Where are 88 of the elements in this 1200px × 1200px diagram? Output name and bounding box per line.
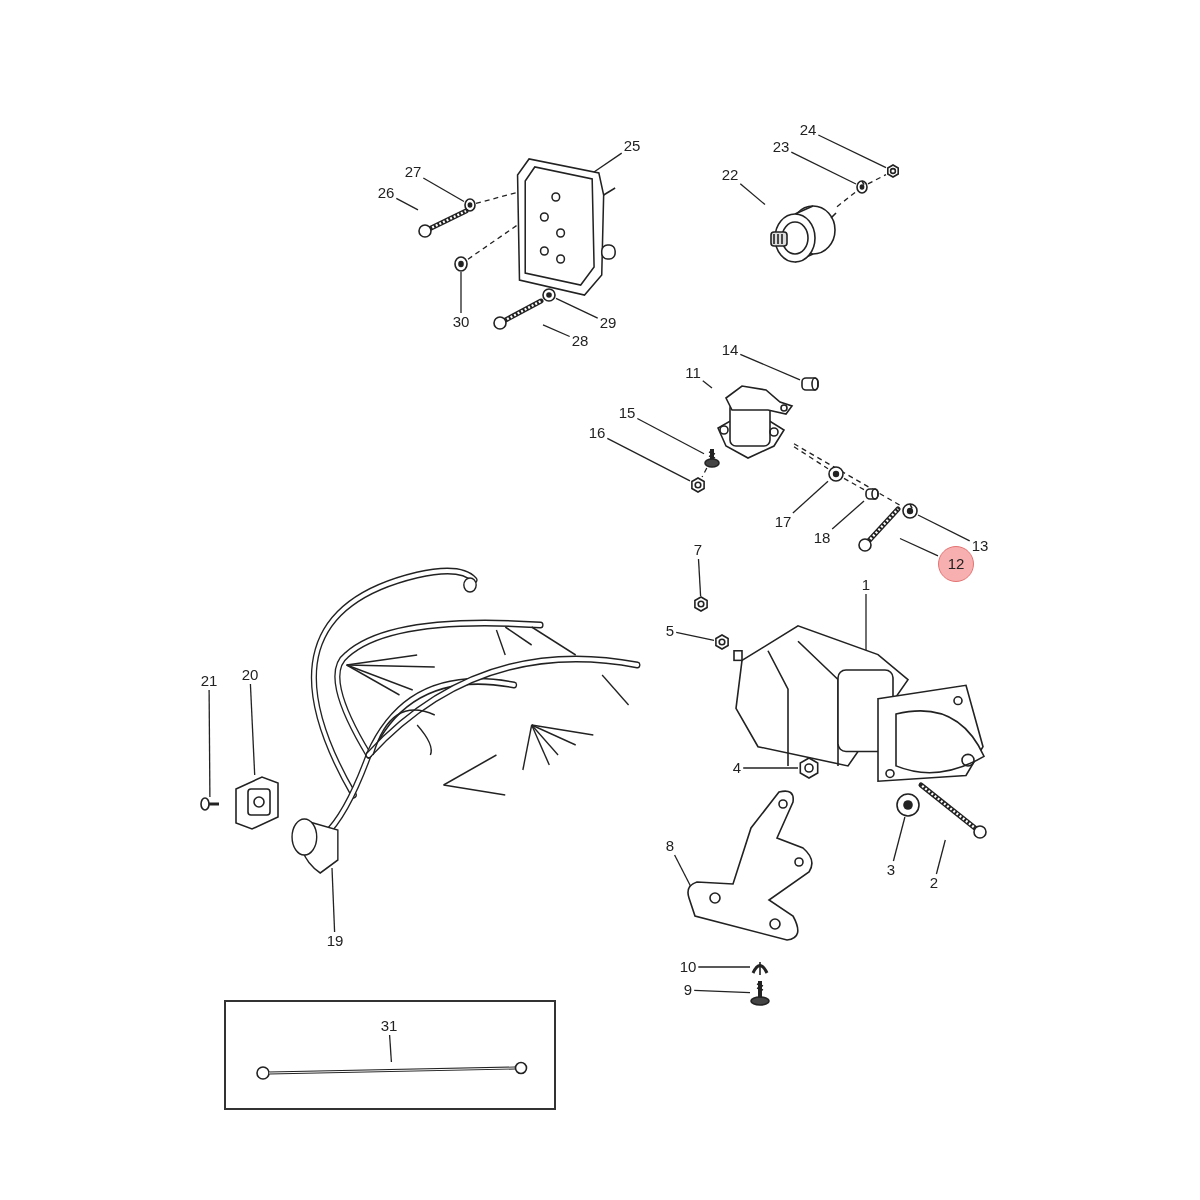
- assembly-line: [793, 443, 903, 508]
- leader-line: [693, 989, 751, 994]
- leader-line: [636, 417, 705, 455]
- leader-line: [542, 324, 571, 338]
- callout-number: 30: [450, 313, 472, 331]
- bolt-drawing: [418, 208, 468, 238]
- leader-line: [899, 537, 939, 557]
- callout-number: 2: [927, 874, 941, 892]
- lock-washer-drawing: [902, 503, 918, 519]
- callout-number: 22: [719, 166, 741, 184]
- leader-line: [935, 839, 946, 875]
- callout-number: 21: [198, 672, 220, 690]
- bolt-drawing: [918, 782, 988, 840]
- cable-drawing: [256, 1062, 528, 1080]
- lock-washer-drawing: [856, 180, 868, 194]
- assembly-line: [793, 446, 829, 470]
- leader-line: [606, 437, 691, 482]
- leader-line: [790, 151, 857, 185]
- washer-drawing: [896, 793, 920, 817]
- callout-number: 24: [797, 121, 819, 139]
- leader-line: [673, 854, 692, 888]
- callout-number: 20: [239, 666, 261, 684]
- terminal-block-drawing: [232, 775, 280, 830]
- leader-line: [817, 134, 887, 169]
- nut-drawing: [692, 596, 710, 612]
- nut-drawing: [690, 477, 706, 493]
- callout-number: 27: [402, 163, 424, 181]
- bolt-drawing: [493, 298, 543, 330]
- terminal-nut-drawing: [864, 486, 880, 502]
- leader-line: [460, 271, 462, 314]
- leader-line: [675, 631, 715, 641]
- callout-number: 19: [324, 932, 346, 950]
- screw-drawing: [750, 980, 770, 1006]
- callout-number: 4: [730, 759, 744, 777]
- bolt-drawing: [858, 506, 900, 552]
- leader-line: [697, 966, 751, 968]
- assembly-line: [867, 173, 887, 185]
- assembly-line: [843, 477, 865, 491]
- callout-number: 16: [586, 424, 608, 442]
- leader-line: [742, 767, 799, 769]
- leader-line: [593, 152, 623, 173]
- callout-number: 18: [811, 529, 833, 547]
- callout-number: 1: [859, 576, 873, 594]
- leader-line: [831, 500, 865, 530]
- leader-line: [892, 816, 906, 862]
- leader-line: [739, 183, 766, 206]
- callout-number: 10: [677, 958, 699, 976]
- callout-number: 12: [938, 546, 974, 582]
- callout-number: 15: [616, 404, 638, 422]
- screw-drawing: [704, 448, 720, 468]
- leader-line: [792, 480, 829, 514]
- callout-number: 8: [663, 837, 677, 855]
- leader-line: [422, 177, 465, 203]
- callout-number: 5: [663, 622, 677, 640]
- assembly-line: [836, 191, 857, 208]
- nut-drawing: [714, 634, 730, 650]
- leader-line: [917, 514, 971, 542]
- terminal-nut-drawing: [800, 375, 820, 393]
- leader-line: [208, 689, 211, 798]
- callout-number: 17: [772, 513, 794, 531]
- leader-line: [865, 593, 867, 652]
- callout-number: 9: [681, 981, 695, 999]
- leader-line: [249, 683, 256, 776]
- washer-drawing: [828, 466, 844, 482]
- leader-line: [388, 1034, 393, 1063]
- leader-line: [331, 867, 336, 933]
- leader-line: [395, 197, 419, 211]
- callout-number: 26: [375, 184, 397, 202]
- washer-drawing: [454, 256, 468, 272]
- callout-number: 7: [691, 541, 705, 559]
- washer-drawing: [542, 288, 556, 302]
- callout-number: 29: [597, 314, 619, 332]
- assembly-line: [701, 467, 708, 478]
- callout-number: 14: [719, 341, 741, 359]
- callout-number: 28: [569, 332, 591, 350]
- callout-number: 11: [683, 364, 703, 382]
- callout-number: 23: [770, 138, 792, 156]
- nut-drawing: [798, 757, 820, 779]
- callout-number: 3: [884, 861, 898, 879]
- callout-number: 25: [621, 137, 643, 155]
- nut-drawing: [886, 164, 900, 178]
- leader-line: [702, 380, 713, 389]
- leader-line: [697, 558, 702, 597]
- inset-frame: [224, 1000, 556, 1110]
- callout-number: 31: [378, 1017, 400, 1035]
- screw-drawing: [200, 797, 220, 811]
- leader-line: [739, 353, 801, 381]
- leader-line: [555, 297, 599, 319]
